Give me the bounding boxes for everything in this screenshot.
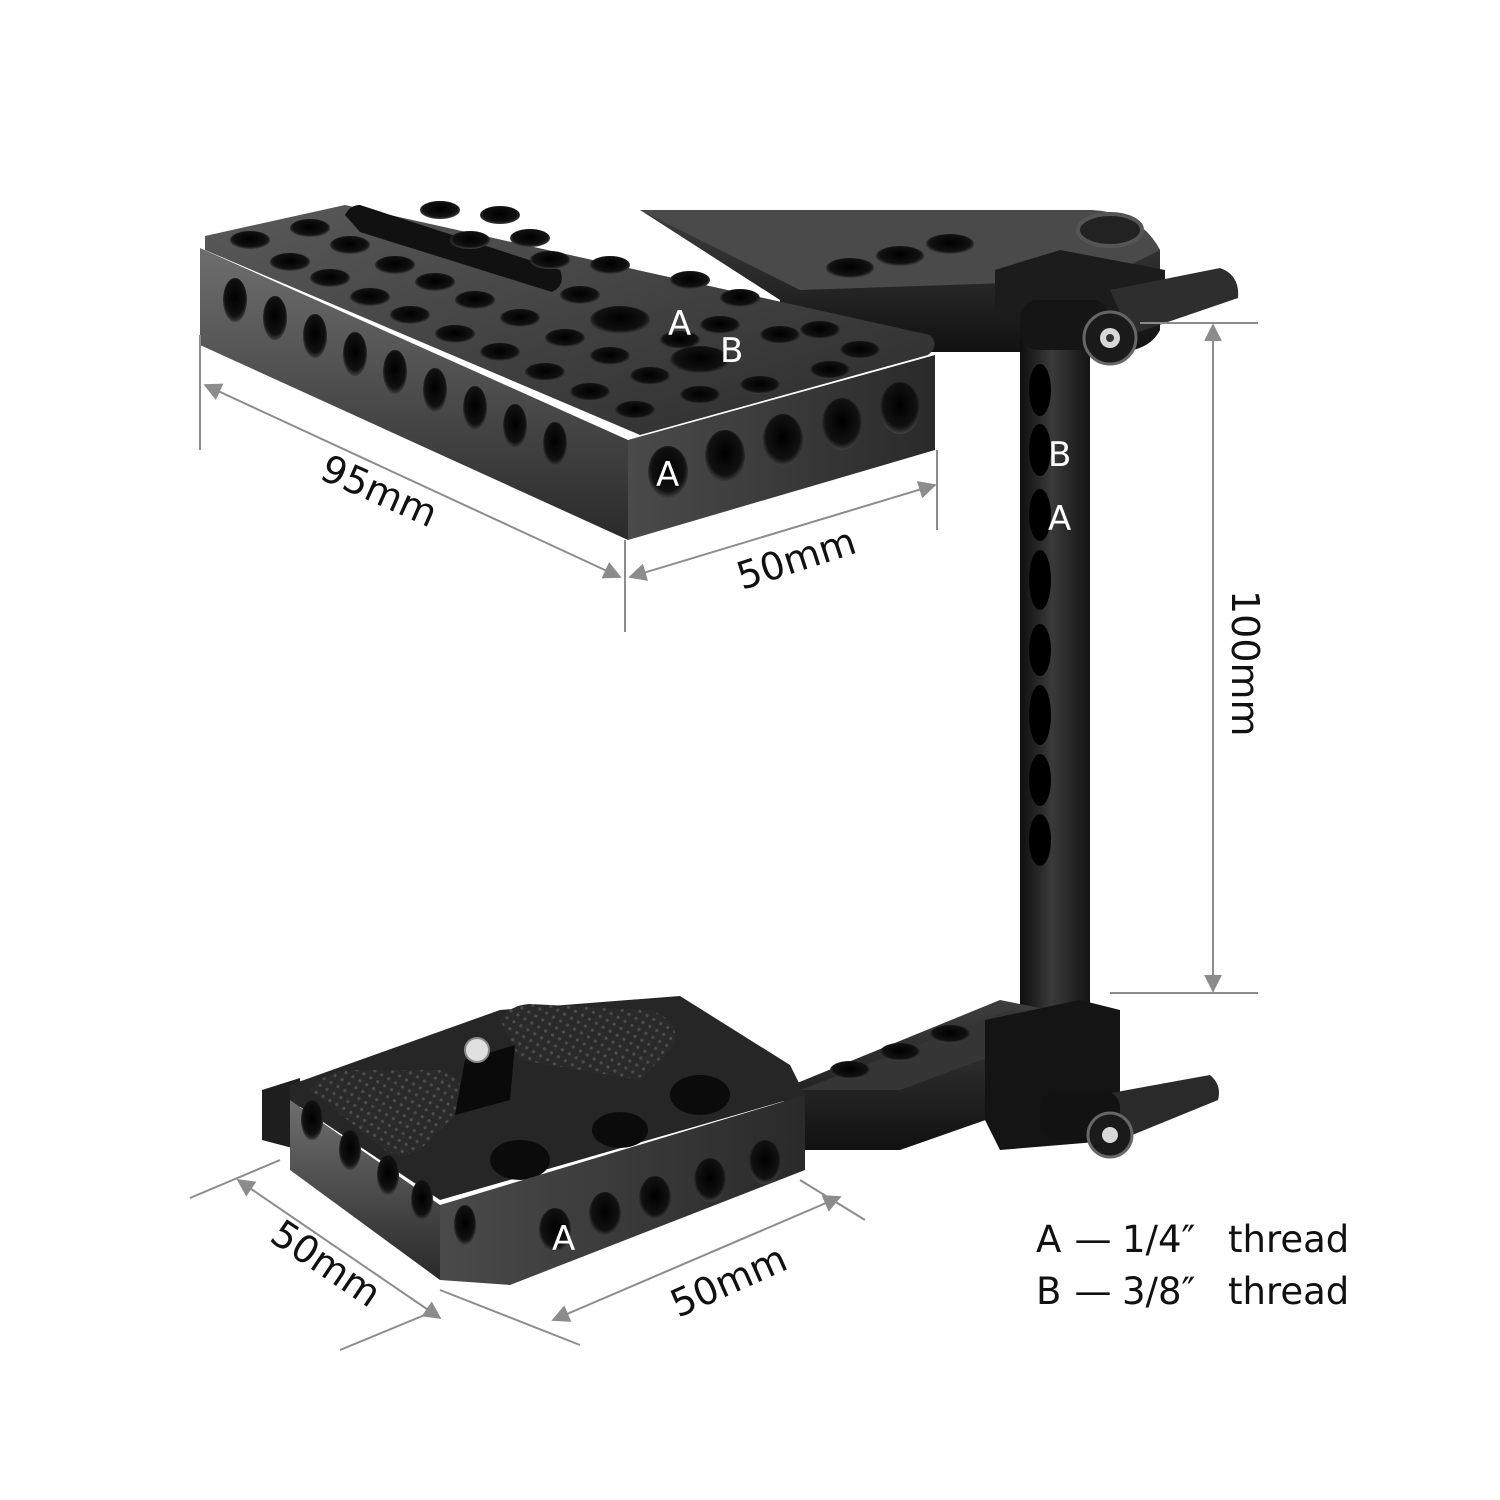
top-plate-side-hole-label-a: A xyxy=(656,455,679,495)
legend-key: A xyxy=(1036,1218,1062,1261)
dimension-50mm-bottom-right: 50mm xyxy=(664,1236,794,1326)
dimension-lines xyxy=(189,322,1258,1351)
legend-dash: — xyxy=(1074,1270,1112,1313)
dimension-100mm: 100mm xyxy=(1223,590,1267,737)
thread-legend: A — 1/4″ thread B — 3/8″ thread xyxy=(1036,1214,1349,1318)
legend-dash: — xyxy=(1074,1218,1112,1261)
legend-desc: thread xyxy=(1228,1218,1350,1261)
legend-row-a: A — 1/4″ thread xyxy=(1036,1214,1349,1266)
rod-hole-label-b: B xyxy=(1048,435,1071,475)
top-clamp xyxy=(995,250,1239,366)
bottom-camera-plate: A xyxy=(262,996,805,1285)
bottom-clamp xyxy=(985,1000,1219,1159)
legend-desc: thread xyxy=(1228,1270,1350,1313)
vertical-rod: B A xyxy=(1020,330,1090,1070)
legend-size: 3/8″ xyxy=(1122,1270,1196,1313)
top-plate-hole-label-a: A xyxy=(668,304,691,344)
legend-row-b: B — 3/8″ thread xyxy=(1036,1266,1349,1318)
legend-size: 1/4″ xyxy=(1122,1218,1196,1261)
top-plate-hole-label-b: B xyxy=(720,331,743,371)
rod-hole-label-a: A xyxy=(1048,499,1071,539)
dimension-95mm: 95mm xyxy=(314,446,444,536)
legend-key: B xyxy=(1036,1270,1062,1313)
bottom-plate-hole-label-a: A xyxy=(552,1219,575,1259)
dimension-50mm-top: 50mm xyxy=(731,519,861,599)
